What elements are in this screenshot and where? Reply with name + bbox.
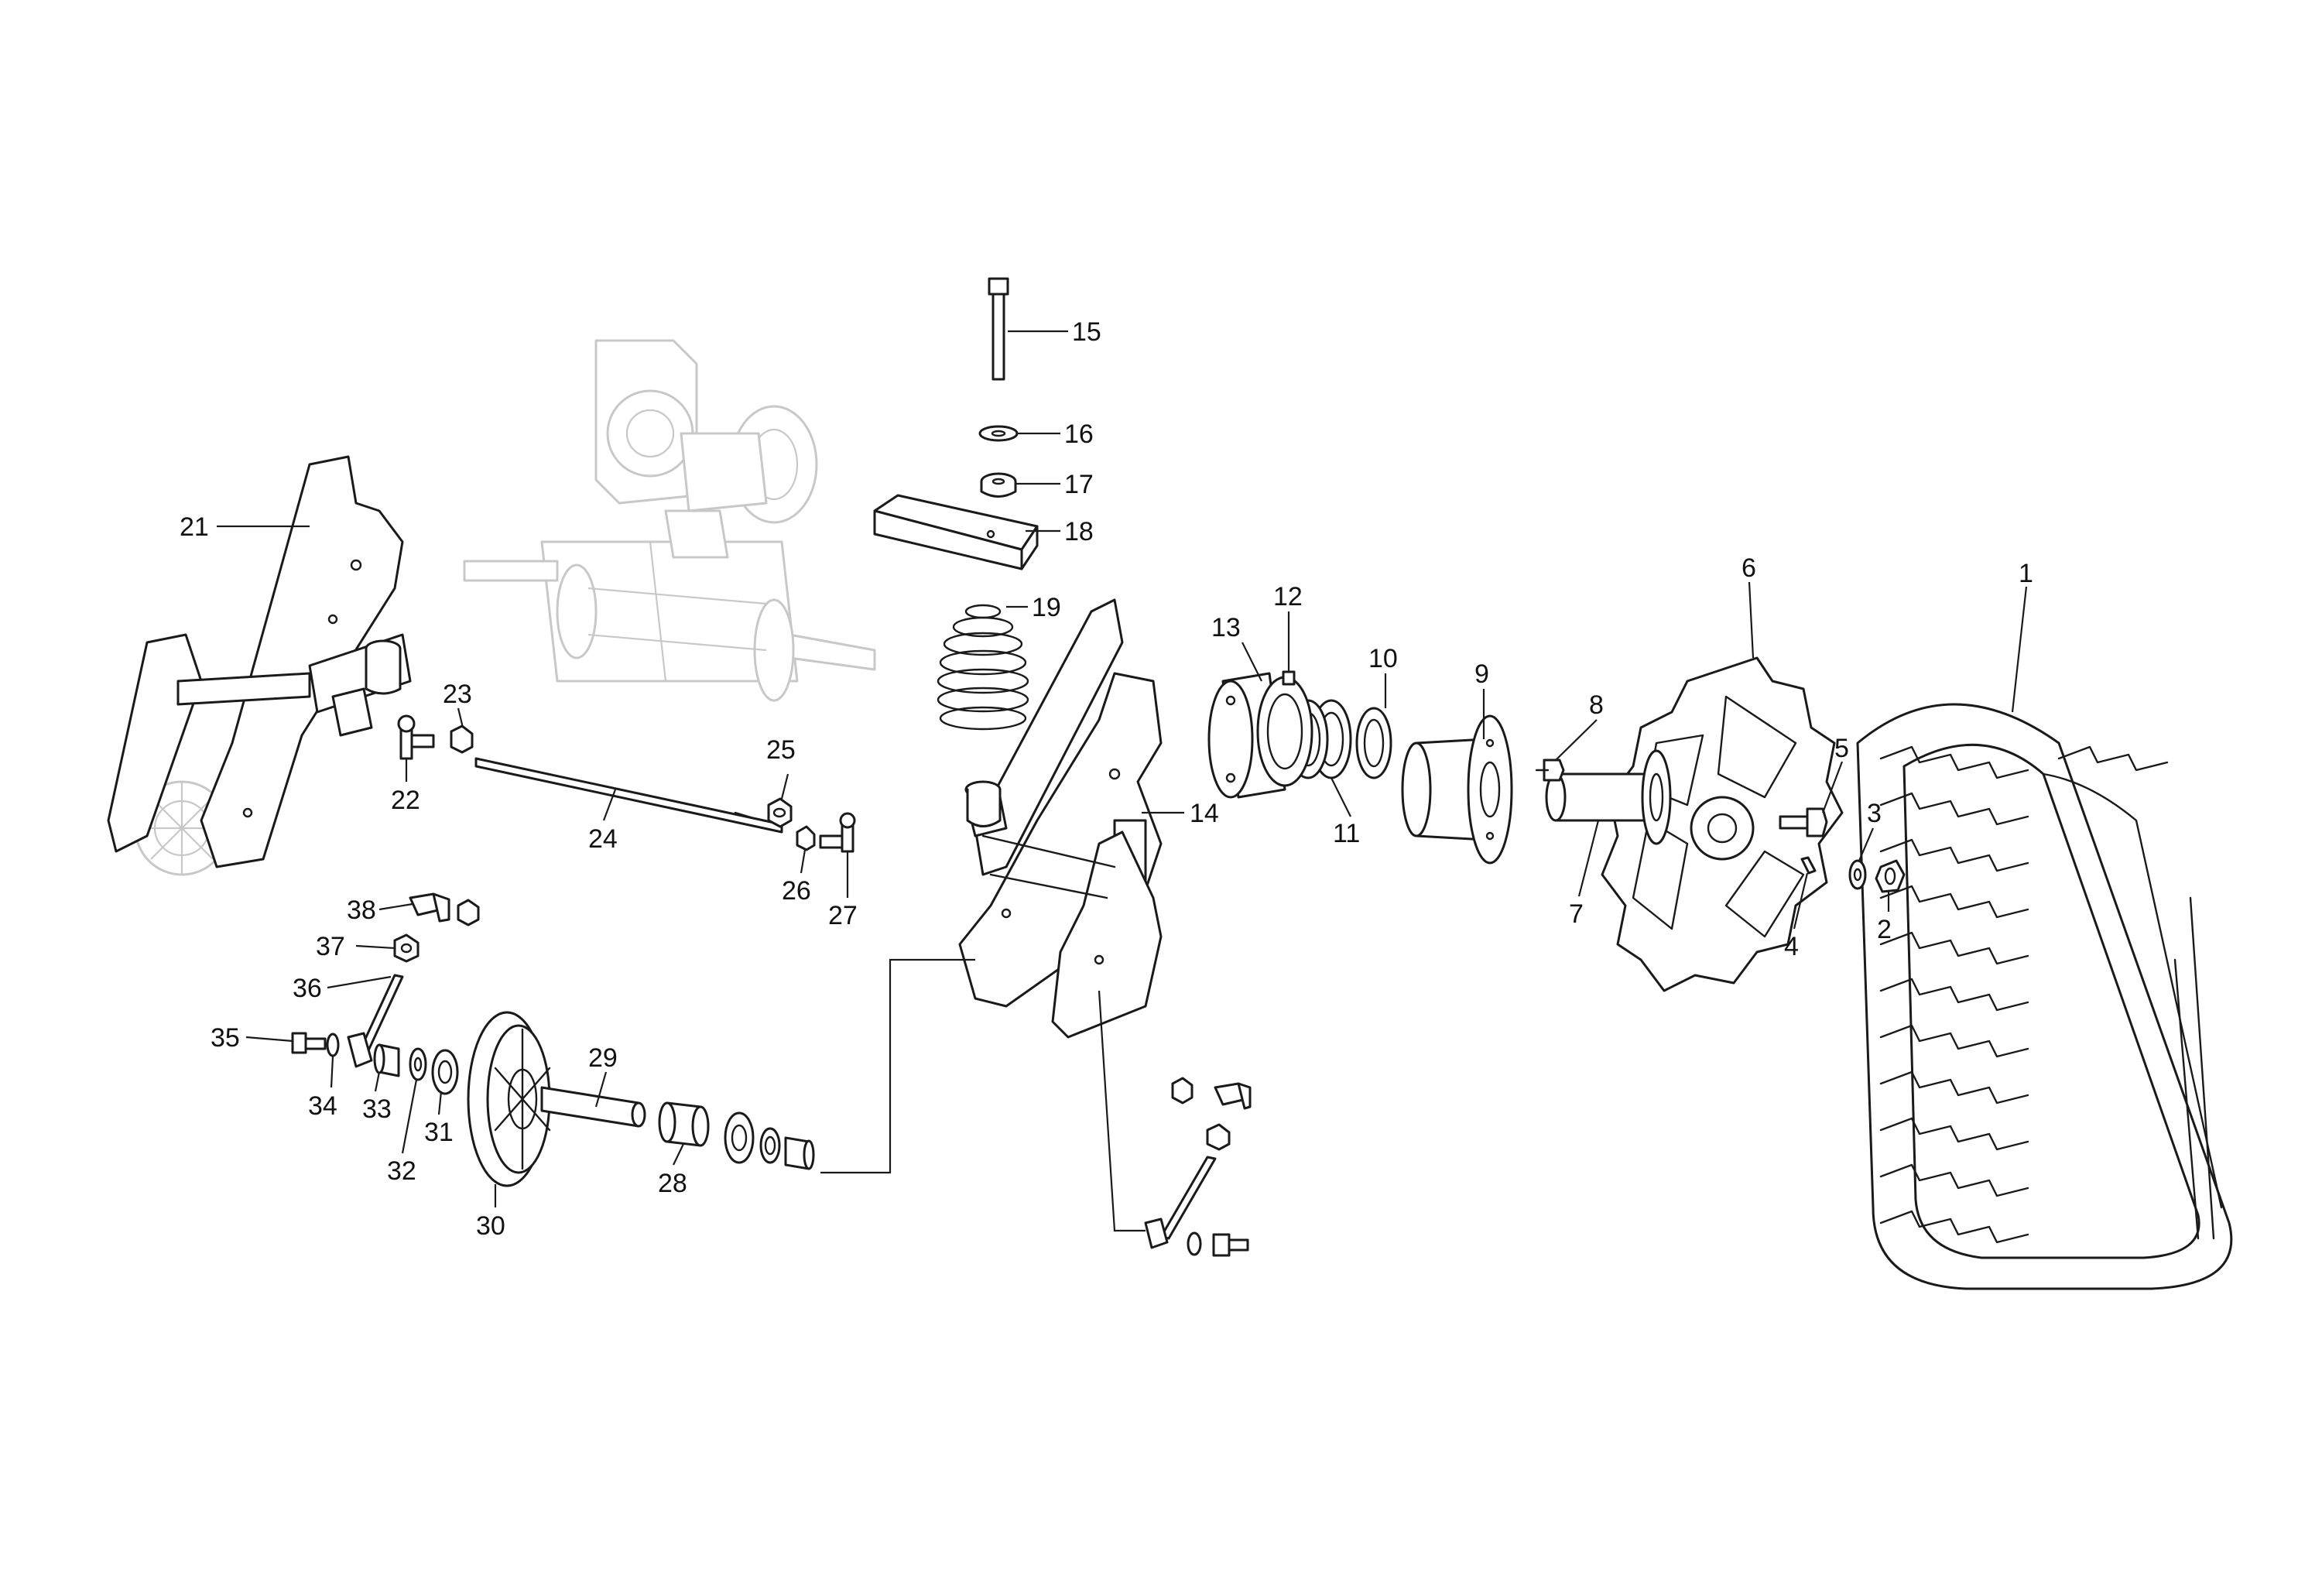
- rubber-track: [1856, 703, 2233, 1290]
- washer-34: [326, 1033, 340, 1057]
- spacer-33: [373, 1043, 400, 1077]
- callout-31: 31: [424, 1118, 454, 1147]
- bolt-5: [1779, 807, 1828, 837]
- washer-3: [1848, 859, 1867, 890]
- callout-26: 26: [782, 876, 811, 906]
- callout-13: 13: [1211, 613, 1241, 642]
- callout-37: 37: [316, 932, 345, 961]
- channel-bracket-18: [873, 494, 1039, 570]
- swing-arm-plate-14: [958, 598, 1163, 1039]
- nut-25: [767, 797, 793, 828]
- nut-23: [450, 724, 474, 754]
- nut-37: [393, 933, 420, 963]
- callout-35: 35: [211, 1023, 240, 1053]
- gearbox-assembly-ghost: [463, 339, 876, 702]
- spacer-17: [980, 472, 1017, 498]
- bearing-pair-right: [724, 1111, 815, 1170]
- left-frame-21: [107, 455, 412, 876]
- callout-38: 38: [347, 896, 376, 925]
- rod-24: [474, 757, 783, 834]
- callout-36: 36: [293, 974, 322, 1003]
- callout-19: 19: [1032, 593, 1061, 622]
- callout-18: 18: [1064, 517, 1094, 546]
- washer-16: [978, 425, 1019, 442]
- key-4: [1800, 856, 1817, 875]
- spacer-tube-28: [658, 1101, 710, 1147]
- seal-ring-10: [1355, 707, 1392, 779]
- callout-17: 17: [1064, 470, 1094, 499]
- wheel-30: [467, 1011, 551, 1187]
- callout-16: 16: [1064, 420, 1094, 449]
- callout-23: 23: [443, 680, 472, 709]
- spring-19: [937, 604, 1029, 731]
- callout-22: 22: [391, 786, 420, 815]
- callout-labels: 1 2 3 4 5 6 7 8 9 10 11 12 13 14 15 16 1…: [180, 317, 2033, 1241]
- callout-12: 12: [1273, 582, 1303, 611]
- drive-sprocket: [1601, 656, 1844, 992]
- bearing-housing-13: [1207, 672, 1313, 799]
- ball-joint-22: [397, 714, 435, 760]
- callout-15: 15: [1072, 317, 1101, 347]
- grease-nipple-12: [1282, 670, 1296, 686]
- callout-2: 2: [1877, 915, 1892, 944]
- callout-7: 7: [1569, 899, 1584, 929]
- bolt-8: [1535, 759, 1565, 782]
- callout-1: 1: [2019, 559, 2033, 588]
- axle-29: [540, 1086, 646, 1128]
- bolt-35: [291, 1032, 327, 1054]
- callout-33: 33: [362, 1094, 392, 1124]
- adjuster-38: [409, 892, 480, 926]
- callout-32: 32: [387, 1156, 416, 1186]
- bearing-31: [431, 1049, 459, 1095]
- callout-30: 30: [476, 1211, 505, 1241]
- callout-21: 21: [180, 512, 209, 542]
- callout-25: 25: [766, 735, 796, 765]
- callout-28: 28: [658, 1169, 687, 1198]
- nut-26: [796, 825, 816, 851]
- long-bolt-15: [988, 277, 1009, 381]
- drive-shaft: [1545, 749, 1672, 845]
- callout-3: 3: [1867, 799, 1882, 828]
- callout-24: 24: [588, 824, 618, 854]
- callout-27: 27: [828, 901, 858, 930]
- leader-lines: [217, 330, 2028, 1232]
- adjuster-hardware-right: [1144, 1077, 1252, 1257]
- callout-6: 6: [1742, 553, 1756, 583]
- hub-flange: [1401, 714, 1513, 865]
- callout-34: 34: [308, 1091, 337, 1121]
- callout-8: 8: [1589, 690, 1604, 720]
- adjust-plate-36: [347, 974, 404, 1068]
- callout-11: 11: [1333, 819, 1360, 848]
- callout-14: 14: [1190, 799, 1219, 828]
- callout-10: 10: [1368, 644, 1398, 673]
- callout-4: 4: [1784, 932, 1799, 961]
- washer-32: [409, 1047, 427, 1081]
- callout-9: 9: [1474, 659, 1489, 689]
- callout-29: 29: [588, 1043, 618, 1073]
- nut-2: [1875, 859, 1906, 893]
- ball-joint-27: [819, 812, 856, 853]
- callout-5: 5: [1834, 734, 1849, 763]
